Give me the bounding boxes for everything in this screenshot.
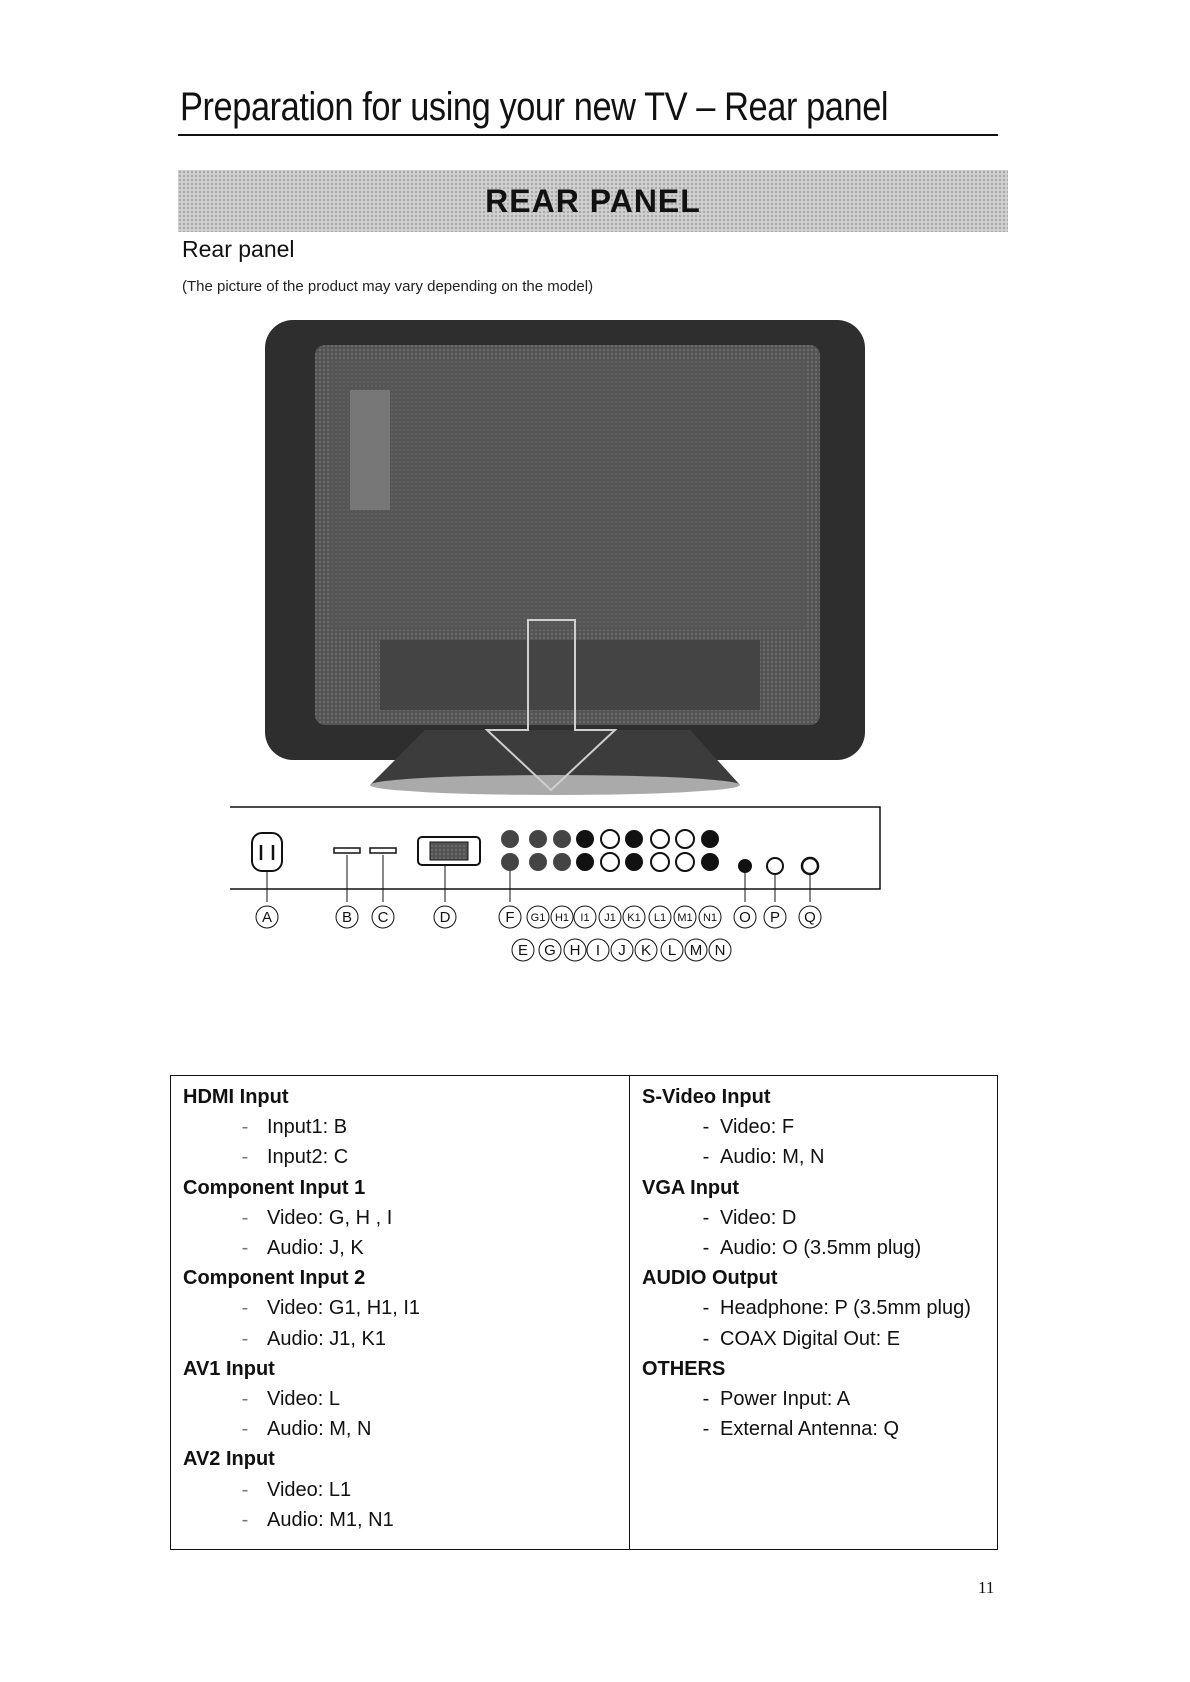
- rca-jack-icon: [675, 852, 695, 872]
- rca-jack-icon: [576, 830, 594, 848]
- callout-label: J1: [604, 912, 616, 924]
- rca-jack-icon: [600, 852, 620, 872]
- list-item: -Video: L: [241, 1388, 341, 1411]
- callout-label: J: [618, 942, 626, 959]
- rca-jack-icon: [650, 829, 670, 849]
- callout-label: G: [544, 942, 556, 959]
- list-item: -Video: L1: [241, 1478, 352, 1501]
- callout-label: I1: [580, 912, 589, 924]
- list-item: -Video: D: [702, 1206, 797, 1229]
- hdmi-port-icon: [369, 847, 397, 854]
- callout-label: F: [505, 909, 514, 926]
- hdmi-port-icon: [333, 847, 361, 854]
- tv-inner-frame: [330, 360, 805, 630]
- audio-jack-icon: [766, 857, 784, 875]
- list-item: -Video: G1, H1, I1: [241, 1297, 421, 1320]
- callout-label: C: [378, 909, 389, 926]
- antenna-jack-icon: [800, 856, 820, 876]
- title-rule: [178, 134, 998, 136]
- callout-label: L1: [654, 912, 666, 924]
- list-item: -External Antenna: Q: [702, 1418, 900, 1441]
- callout-label: A: [262, 909, 272, 926]
- tv-vent: [350, 390, 390, 510]
- rca-jack-icon: [529, 853, 547, 871]
- list-item: -Audio: O (3.5mm plug): [702, 1237, 922, 1260]
- callout-label: M: [690, 942, 703, 959]
- callout-label: H: [570, 942, 581, 959]
- list-item: -Audio: M, N: [241, 1418, 372, 1441]
- list-item: -Input2: C: [241, 1146, 349, 1169]
- list-item: -COAX Digital Out: E: [702, 1327, 901, 1350]
- svideo-jack-icon: [501, 853, 519, 871]
- list-item: -Audio: M, N: [702, 1146, 825, 1169]
- section-banner: REAR PANEL: [178, 170, 1008, 232]
- list-item: -Headphone: P (3.5mm plug): [702, 1297, 971, 1320]
- rca-jack-icon: [529, 830, 547, 848]
- callout-label: L: [668, 942, 676, 959]
- rca-jack-icon: [625, 830, 643, 848]
- section-heading: AV1 Input: [183, 1357, 275, 1380]
- section-heading: VGA Input: [642, 1176, 740, 1199]
- callout-label: N: [715, 942, 726, 959]
- rca-jacks: [501, 829, 820, 876]
- list-item: -Video: G, H , I: [241, 1206, 393, 1229]
- connections-table: HDMI Input -Input1: B -Input2: C Compone…: [170, 1075, 998, 1550]
- zoom-arrow: [484, 619, 618, 792]
- list-item: -Audio: J1, K1: [241, 1327, 386, 1350]
- connector-strip: [230, 806, 881, 890]
- callout-label: N1: [703, 912, 717, 924]
- callout-label: B: [342, 909, 352, 926]
- connections-column-left: HDMI Input -Input1: B -Input2: C Compone…: [171, 1076, 630, 1549]
- callout-label: G1: [531, 912, 546, 924]
- section-heading: HDMI Input: [183, 1086, 289, 1108]
- tv-rear-panel-figure: A B C D F G1 H1 I1 J1 K1 L1 M1 N1 O P Q …: [230, 320, 881, 962]
- picture-note: (The picture of the product may vary dep…: [182, 278, 594, 295]
- rca-jack-icon: [675, 829, 695, 849]
- callout-label: E: [518, 942, 528, 959]
- callout-label: M1: [677, 912, 692, 924]
- leader-lines: [266, 855, 811, 902]
- rca-jack-icon: [553, 830, 571, 848]
- page-number: 11: [978, 1578, 995, 1597]
- tv-connector-area: [380, 640, 760, 710]
- callout-label: I: [596, 942, 600, 959]
- rca-jack-icon: [650, 852, 670, 872]
- rca-jack-icon: [701, 853, 719, 871]
- list-item: -Audio: J, K: [241, 1237, 364, 1260]
- list-item: -Power Input: A: [702, 1388, 851, 1411]
- callout-label: K: [641, 942, 651, 959]
- section-heading: AV2 Input: [183, 1448, 275, 1471]
- rca-jack-icon: [501, 830, 519, 848]
- connections-column-right: S-Video Input -Video: F -Audio: M, N VGA…: [630, 1076, 997, 1549]
- callout-label: O: [739, 909, 751, 926]
- callout-label: D: [440, 909, 451, 926]
- section-heading: AUDIO Output: [642, 1267, 778, 1290]
- section-heading: OTHERS: [642, 1357, 726, 1380]
- rca-jack-icon: [553, 853, 571, 871]
- section-subtitle: Rear panel: [182, 236, 295, 262]
- tv-stand: [370, 730, 740, 785]
- rca-jack-icon: [625, 853, 643, 871]
- label-bottom-row: E G H I J K L M N: [511, 938, 732, 962]
- callout-label: Q: [804, 909, 816, 926]
- section-heading: Component Input 1: [183, 1176, 366, 1199]
- rca-jack-icon: [600, 829, 620, 849]
- page-title: Preparation for using your new TV – Rear…: [180, 85, 889, 129]
- callout-label: H1: [555, 912, 569, 924]
- label-top-row: A B C D F G1 H1 I1 J1 K1 L1 M1 N1 O P Q: [255, 905, 822, 929]
- list-item: -Video: F: [702, 1116, 795, 1139]
- section-heading: Component Input 2: [183, 1267, 366, 1290]
- rca-jack-icon: [701, 830, 719, 848]
- banner-label: REAR PANEL: [485, 182, 701, 219]
- callout-label: P: [770, 909, 780, 926]
- audio-jack-icon: [738, 859, 752, 873]
- rca-jack-icon: [576, 853, 594, 871]
- list-item: -Audio: M1, N1: [241, 1508, 394, 1531]
- section-heading: S-Video Input: [642, 1086, 771, 1108]
- power-socket-icon: [251, 832, 283, 872]
- callout-label: K1: [627, 912, 640, 924]
- list-item: -Input1: B: [241, 1116, 348, 1139]
